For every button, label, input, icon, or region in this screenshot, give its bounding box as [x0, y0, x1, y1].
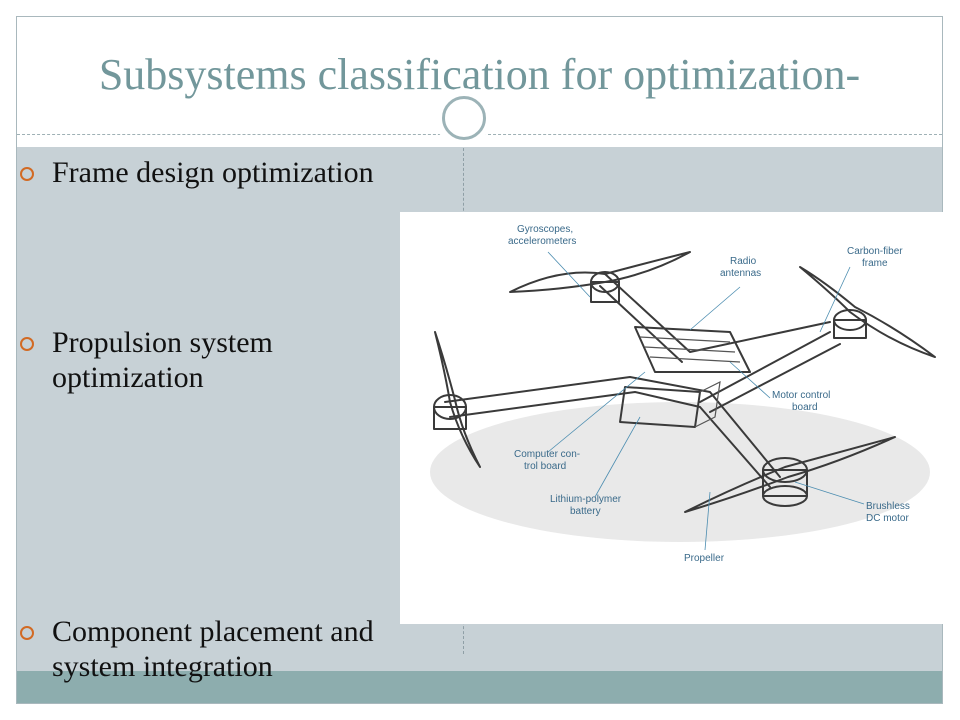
bullet-text-line: optimization [52, 361, 204, 394]
arm-right-edge [709, 343, 841, 413]
leader-gyro [547, 251, 591, 298]
arm-rear-edge [599, 285, 683, 363]
leader-brushless [794, 481, 865, 505]
quadcopter-diagram: Gyroscopes, accelerometers Radio antenna… [400, 212, 944, 624]
circle-bullet-icon [20, 337, 34, 351]
motor-front-base [762, 485, 808, 507]
propeller-rear [509, 251, 691, 293]
bullet-propulsion: Propulsion system optimization [20, 325, 273, 395]
slide-title: Subsystems classification for optimizati… [98, 50, 861, 99]
propeller-left [434, 331, 481, 468]
arm-front-edge [449, 391, 771, 488]
ring-icon [442, 96, 486, 140]
label-gyro: accelerometers [508, 236, 576, 247]
label-motor-control: Motor control [772, 390, 830, 401]
label-frame: Carbon-fiber [847, 246, 903, 257]
bullet-text-line: system integration [52, 650, 273, 683]
circle-bullet-icon [20, 626, 34, 640]
propeller-right [799, 266, 936, 358]
label-brushless: DC motor [866, 513, 909, 524]
circle-ornament [434, 88, 492, 146]
label-radio: Radio [730, 256, 757, 267]
label-radio: antennas [720, 268, 761, 279]
motor-left-body [433, 406, 467, 430]
footer-bar [17, 671, 942, 703]
leader-propeller [704, 491, 711, 551]
leader-motor-control [729, 361, 771, 399]
label-gyro: Gyroscopes, [517, 224, 573, 235]
quadcopter-sketch: Gyroscopes, accelerometers Radio antenna… [430, 224, 936, 564]
leader-computer [547, 371, 646, 453]
body-board [634, 326, 751, 373]
motor-front-body [762, 469, 808, 497]
board-detail [639, 336, 741, 363]
label-propeller: Propeller [684, 553, 725, 564]
bullet-text-line: Component placement and [52, 615, 374, 648]
shadow [430, 402, 930, 542]
propeller-front [684, 436, 896, 513]
label-computer: Computer con- [514, 449, 580, 460]
leader-radio [689, 286, 741, 331]
bullet-text-line: Propulsion system [52, 326, 273, 359]
label-battery: Lithium-polymer [550, 494, 622, 505]
arm-front [444, 376, 781, 478]
label-brushless: Brushless [866, 501, 910, 512]
label-computer: trol board [524, 461, 566, 472]
battery-side [694, 380, 721, 428]
arm-right [699, 331, 831, 403]
motor-right-body [833, 319, 867, 339]
label-frame: frame [862, 258, 888, 269]
label-motor-control: board [792, 402, 818, 413]
leader-frame [819, 266, 851, 333]
circle-bullet-icon [20, 167, 34, 181]
arm-rear [604, 273, 831, 353]
bullet-frame-design: Frame design optimization [20, 155, 374, 190]
bullet-text-line: Frame design optimization [52, 156, 374, 189]
label-battery: battery [570, 506, 601, 517]
leader-battery [594, 416, 641, 498]
bullet-component-placement: Component placement and system integrati… [20, 614, 374, 684]
